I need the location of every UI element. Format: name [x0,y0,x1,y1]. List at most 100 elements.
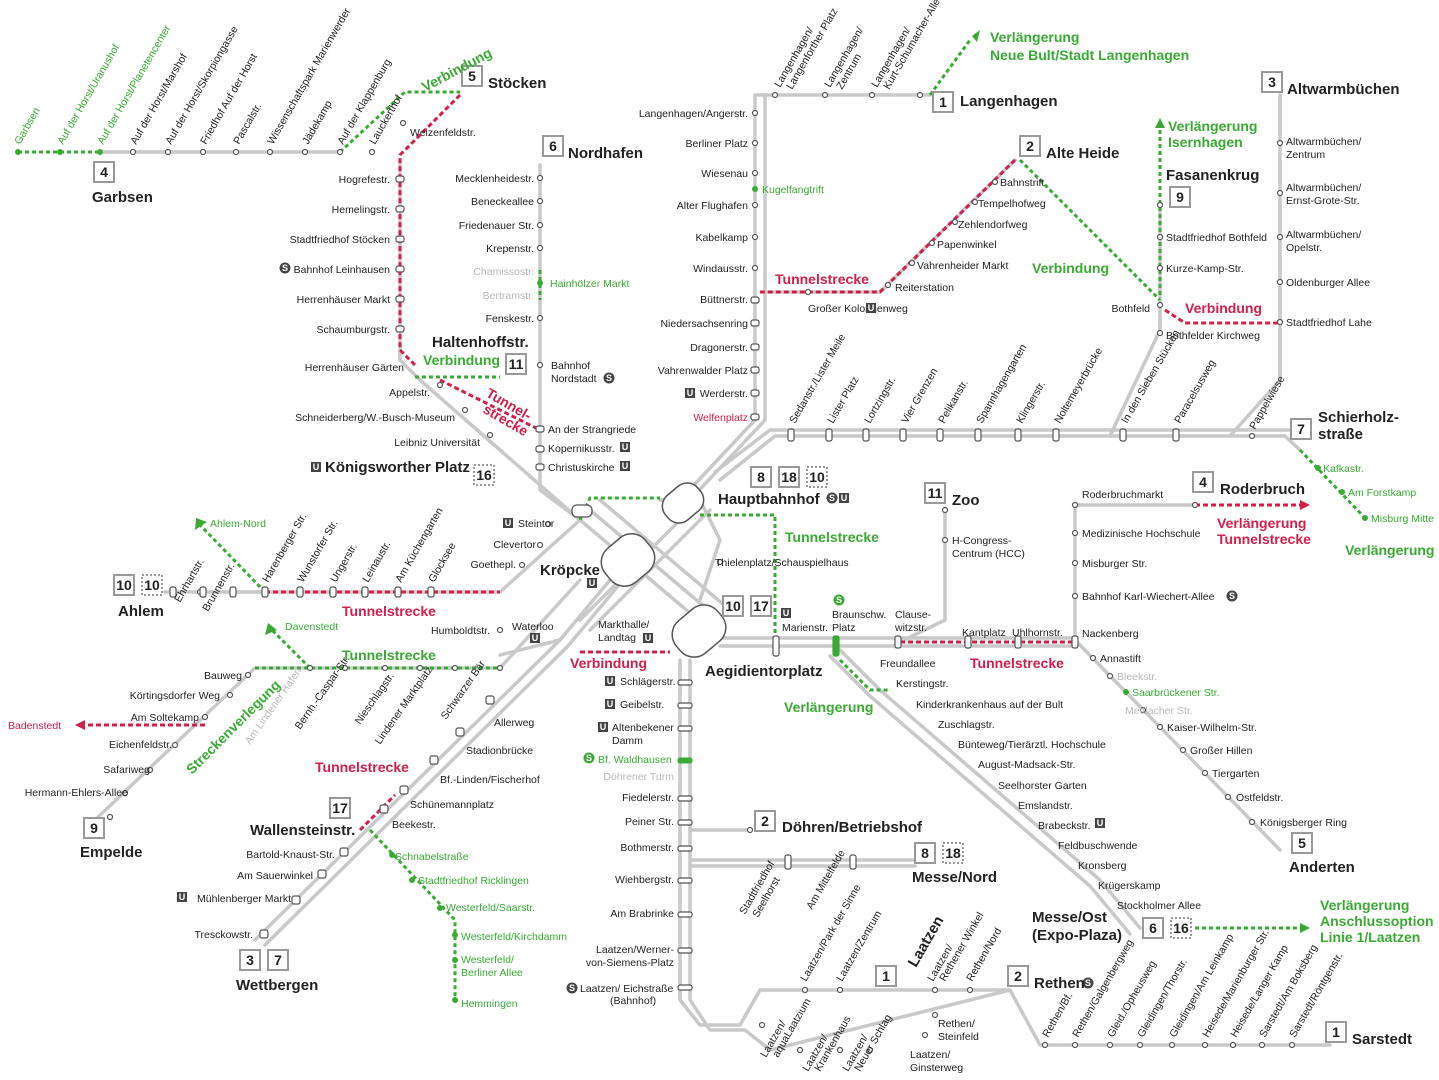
svg-text:17: 17 [332,800,348,816]
svg-text:Berliner Platz: Berliner Platz [686,138,748,150]
svg-text:Schaumburgstr.: Schaumburgstr. [316,324,390,336]
svg-text:Am Soltekamp: Am Soltekamp [131,712,199,724]
svg-text:Am Forstkamp: Am Forstkamp [1348,487,1416,499]
svg-text:U: U [607,699,614,709]
terminal-messe-ost: Messe/Ost [1032,909,1107,926]
svg-text:Zuschlagstr.: Zuschlagstr. [938,719,995,731]
svg-text:Zentrum: Zentrum [1286,149,1325,161]
svg-text:Krepenstr.: Krepenstr. [486,243,534,255]
svg-text:Alter Flughafen: Alter Flughafen [677,200,748,212]
svg-text:Herrenhäuser Markt: Herrenhäuser Markt [297,294,390,306]
svg-text:Paracelsusweg: Paracelsusweg [1172,358,1218,426]
svg-text:Niedersachsenring: Niedersachsenring [660,318,748,330]
svg-text:Kopernikusstr.: Kopernikusstr. [548,443,615,455]
svg-text:Windausstr.: Windausstr. [693,263,748,275]
svg-text:U: U [1097,818,1104,828]
svg-text:Stadtfriedhof Ricklingen: Stadtfriedhof Ricklingen [418,875,529,887]
svg-text:Bothmerstr.: Bothmerstr. [620,842,674,854]
svg-text:Mettlacher Str.: Mettlacher Str. [1125,705,1193,717]
svg-text:Kinderkrankenhaus auf der Bult: Kinderkrankenhaus auf der Bult [916,699,1063,711]
svg-text:Büttnerstr.: Büttnerstr. [700,294,748,306]
svg-text:Feldbuschwende: Feldbuschwende [1058,840,1138,852]
svg-text:Hemelingstr.: Hemelingstr. [332,204,390,216]
svg-text:18: 18 [945,845,961,861]
svg-text:Nordstadt: Nordstadt [551,373,597,385]
svg-text:Mühlenberger Markt: Mühlenberger Markt [197,893,291,905]
svg-text:Pascalstr.: Pascalstr. [231,101,264,146]
svg-text:S: S [836,595,842,605]
svg-text:4: 4 [1199,474,1207,490]
terminal-wettbergen: Wettbergen [236,977,318,994]
svg-text:S: S [586,753,592,763]
svg-text:Garbsen: Garbsen [12,105,43,146]
svg-text:Krügerskamp: Krügerskamp [1098,880,1161,892]
svg-text:1: 1 [882,968,890,984]
svg-text:S: S [829,493,835,503]
svg-text:Glocksee: Glocksee [426,540,458,584]
svg-text:Saarbrückener Str.: Saarbrückener Str. [1132,687,1220,699]
svg-text:H-Congress-: H-Congress- [952,535,1012,547]
svg-text:Schlägerstr.: Schlägerstr. [620,676,675,688]
svg-text:Vahrenwalder Platz: Vahrenwalder Platz [658,365,748,377]
svg-text:Werderstr.: Werderstr. [700,388,748,400]
extension-label: Verlängerung [1345,542,1434,558]
tunnel-label: Tunnelstrecke [970,655,1064,671]
svg-text:Hainhölzer Markt: Hainhölzer Markt [550,278,629,290]
svg-text:Kronsberg: Kronsberg [1078,860,1127,872]
svg-text:Misburger Str.: Misburger Str. [1082,558,1147,570]
svg-text:Lister Platz: Lister Platz [825,375,861,426]
terminal-wallensteinstr: Wallensteinstr. [250,822,355,839]
svg-text:U: U [607,676,614,686]
svg-text:Vahrenheider Markt: Vahrenheider Markt [917,260,1009,272]
svg-text:Wiehbergstr.: Wiehbergstr. [615,874,674,886]
svg-text:Kabelkamp: Kabelkamp [695,232,748,244]
svg-text:Uhlhornstr.: Uhlhornstr. [1012,627,1063,639]
svg-text:witzstr.: witzstr. [894,622,927,634]
svg-text:Berliner Allee: Berliner Allee [461,967,523,979]
svg-text:3: 3 [246,952,254,968]
svg-text:Geibelstr.: Geibelstr. [620,699,664,711]
stops [15,91,1368,1054]
svg-text:von-Siemens-Platz: von-Siemens-Platz [586,957,674,969]
svg-text:9: 9 [1176,189,1184,205]
terminal-empelde: Empelde [80,844,143,861]
terminal-langenhagen: Langenhagen [960,93,1058,110]
svg-text:In den Sieben Stücken: In den Sieben Stücken [1119,328,1182,426]
svg-text:Fenskestr.: Fenskestr. [486,313,534,325]
extension-label: Isernhagen [1168,134,1243,150]
terminal-schierholz-2: straße [1318,426,1363,443]
svg-text:Hemmingen: Hemmingen [461,998,518,1010]
svg-text:Fiedelerstr.: Fiedelerstr. [622,792,674,804]
hub-hauptbahnhof: Hauptbahnhof [718,491,821,508]
extension-label: Verlängerung [1168,118,1257,134]
svg-text:Bf.-Linden/Fischerhof: Bf.-Linden/Fischerhof [440,774,540,786]
tunnel-label: Tunnelstrecke [342,603,436,619]
svg-text:Bahnstrift: Bahnstrift [1000,177,1044,189]
terminal-sarstedt: Sarstedt [1352,1031,1412,1048]
extension-label: Neue Bult/Stadt Langenhagen [990,47,1189,63]
connection-label: Verbindung [570,655,647,671]
hub-kroepcke: Kröpcke [540,562,600,579]
svg-text:Westerfeld/: Westerfeld/ [461,954,514,966]
svg-text:10: 10 [116,577,132,593]
arrow-icon [1300,500,1310,510]
connection-label: Verbindung [1185,300,1262,316]
svg-text:Hermann-Ehlers-Allee: Hermann-Ehlers-Allee [25,787,128,799]
svg-text:2: 2 [761,813,769,829]
extension-segments [18,39,1367,1000]
svg-text:Appelstr.: Appelstr. [389,387,430,399]
svg-text:S: S [606,373,612,383]
svg-text:Ungerstr.: Ungerstr. [328,542,360,585]
arrowheads [75,30,1310,933]
svg-text:S: S [282,263,288,273]
extension-label: Verlängerung [784,699,873,715]
extension-label: Verlängerung [990,29,1079,45]
svg-text:6: 6 [549,138,557,154]
svg-text:Waterloo: Waterloo [512,621,554,633]
svg-text:Dragonerstr.: Dragonerstr. [690,342,748,354]
u-s-badges: U U U U U U U U U U U U U U U S S S S S … [177,262,1238,994]
svg-text:Nackenberg: Nackenberg [1082,628,1139,640]
svg-text:Lortzingstr.: Lortzingstr. [862,375,898,425]
svg-text:Königsberger Ring: Königsberger Ring [1260,817,1347,829]
